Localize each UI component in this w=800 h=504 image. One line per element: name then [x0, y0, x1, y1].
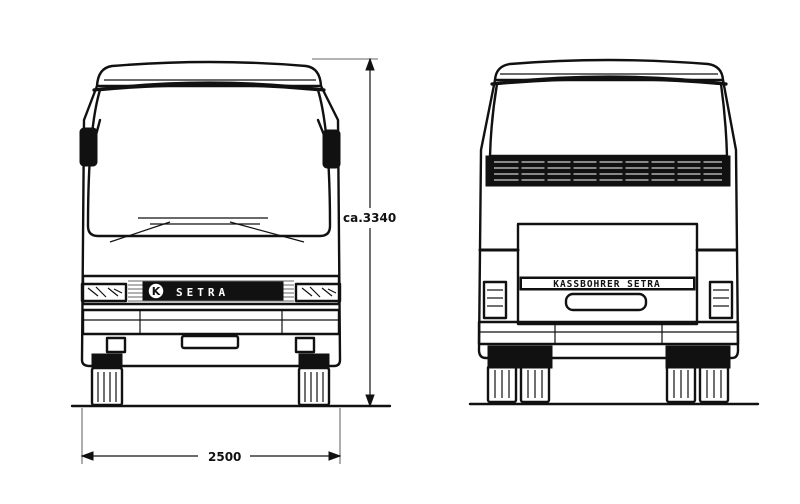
height-dimension: ca.3340 [312, 57, 396, 408]
left-tail-light [482, 280, 508, 320]
rear-plate-recess [564, 292, 648, 312]
rear-bumper [477, 320, 740, 346]
front-windscreen [86, 83, 332, 238]
rear-window [488, 77, 729, 158]
width-dimension: 2500 [80, 408, 342, 464]
front-roof [95, 60, 323, 88]
front-plate-holder [180, 334, 240, 350]
brand-logo-badge [147, 282, 165, 300]
front-right-wheel [297, 353, 331, 407]
left-mirror [79, 127, 98, 167]
right-mirror [322, 129, 341, 169]
left-headlamp [80, 282, 128, 303]
engine-vent [485, 155, 731, 187]
rear-view: KÄSSBOHRER SETRA [468, 58, 760, 406]
rear-roof [493, 58, 725, 82]
rear-left-twin-wheels [486, 345, 553, 404]
brand-logo-letter: K [152, 285, 161, 298]
rear-right-twin-wheels [665, 345, 731, 404]
wiper-arms [109, 217, 305, 243]
height-label: ca.3340 [343, 211, 396, 225]
engine-lid [516, 222, 699, 326]
brand-lettering: SETRA [176, 286, 229, 299]
front-body-outline [80, 84, 342, 368]
vent-slats [494, 161, 722, 181]
front-left-wheel [90, 353, 124, 407]
right-tail-light [708, 280, 734, 320]
rear-brand-plate: KÄSSBOHRER SETRA [553, 279, 661, 290]
front-bumper [81, 308, 341, 336]
left-fog-lamp [105, 336, 127, 354]
rear-body-outline [477, 78, 740, 360]
right-fog-lamp [294, 336, 316, 354]
front-view: K SETRA [70, 60, 392, 408]
right-headlamp [294, 282, 342, 303]
brand-strip [142, 281, 284, 301]
vent-dividers [518, 158, 704, 184]
width-label: 2500 [208, 450, 241, 464]
